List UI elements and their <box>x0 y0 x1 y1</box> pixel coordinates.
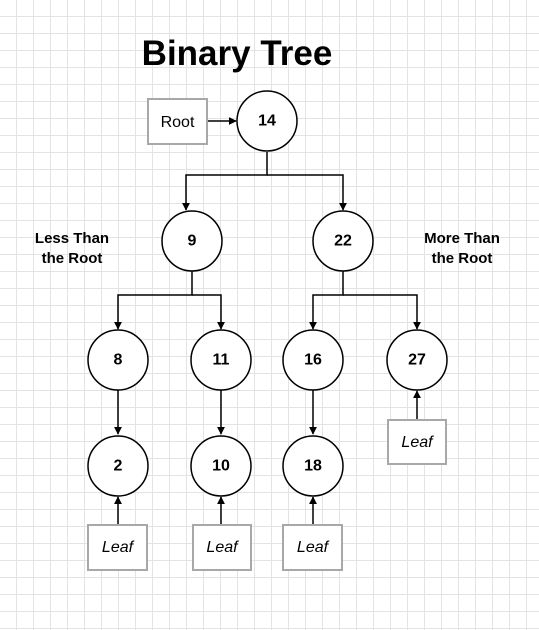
node-18: 18 <box>282 435 344 497</box>
node-value: 8 <box>114 352 123 369</box>
right-caption-line-1: More Than <box>424 230 500 247</box>
node-value: 9 <box>188 233 197 250</box>
root-box-frame <box>147 98 208 145</box>
leaf-box-label: Leaf <box>102 539 135 556</box>
edges <box>114 117 421 524</box>
node-value: 27 <box>408 352 426 369</box>
leaf-box-label: Leaf <box>401 434 434 451</box>
left-caption-line-1: Less Than <box>35 230 109 247</box>
node-value: 11 <box>213 352 230 369</box>
leaf-box-10: Leaf <box>192 524 252 571</box>
left-caption-line-2: the Root <box>42 250 103 267</box>
root-box: Root <box>147 98 208 145</box>
node-value: 2 <box>114 458 123 475</box>
node-value: 18 <box>304 458 322 475</box>
node-circle <box>161 210 223 272</box>
node-circle <box>282 329 344 391</box>
edge-9-to-11 <box>192 294 225 330</box>
leaf-box-label: Leaf <box>297 539 330 556</box>
node-circle <box>236 90 298 152</box>
node-16: 16 <box>282 329 344 391</box>
right-caption-line-2: the Root <box>432 250 493 267</box>
node-11: 11 <box>190 329 252 391</box>
edge-9-to-8 <box>114 271 193 330</box>
node-14: 14 <box>236 90 298 152</box>
node-circle <box>87 435 149 497</box>
node-10: 10 <box>190 435 252 497</box>
node-2: 2 <box>87 435 149 497</box>
diagram-title: Binary Tree <box>142 34 333 73</box>
leaf-box-frame <box>192 524 252 571</box>
edge-22-to-27 <box>343 294 421 330</box>
leaf-box-frame <box>87 524 148 571</box>
root-box-label: Root <box>161 114 195 131</box>
node-value: 22 <box>334 233 352 250</box>
leaf-box-frame <box>387 419 447 465</box>
edge-14-to-22 <box>267 174 347 211</box>
node-circle <box>282 435 344 497</box>
node-value: 16 <box>304 352 322 369</box>
leaf-box-27: Leaf <box>387 419 447 465</box>
leaf-box-18: Leaf <box>282 524 343 571</box>
node-circle <box>190 329 252 391</box>
node-22: 22 <box>312 210 374 272</box>
node-9: 9 <box>161 210 223 272</box>
node-circle <box>190 435 252 497</box>
leaf-box-2: Leaf <box>87 524 148 571</box>
leaf-box-frame <box>282 524 343 571</box>
node-circle <box>87 329 149 391</box>
node-circle <box>386 329 448 391</box>
node-value: 10 <box>212 458 230 475</box>
edge-22-to-16 <box>309 271 344 330</box>
node-circle <box>312 210 374 272</box>
node-27: 27 <box>386 329 448 391</box>
edge-14-to-9 <box>182 152 268 211</box>
node-value: 14 <box>258 113 276 130</box>
leaf-box-label: Leaf <box>206 539 239 556</box>
node-8: 8 <box>87 329 149 391</box>
